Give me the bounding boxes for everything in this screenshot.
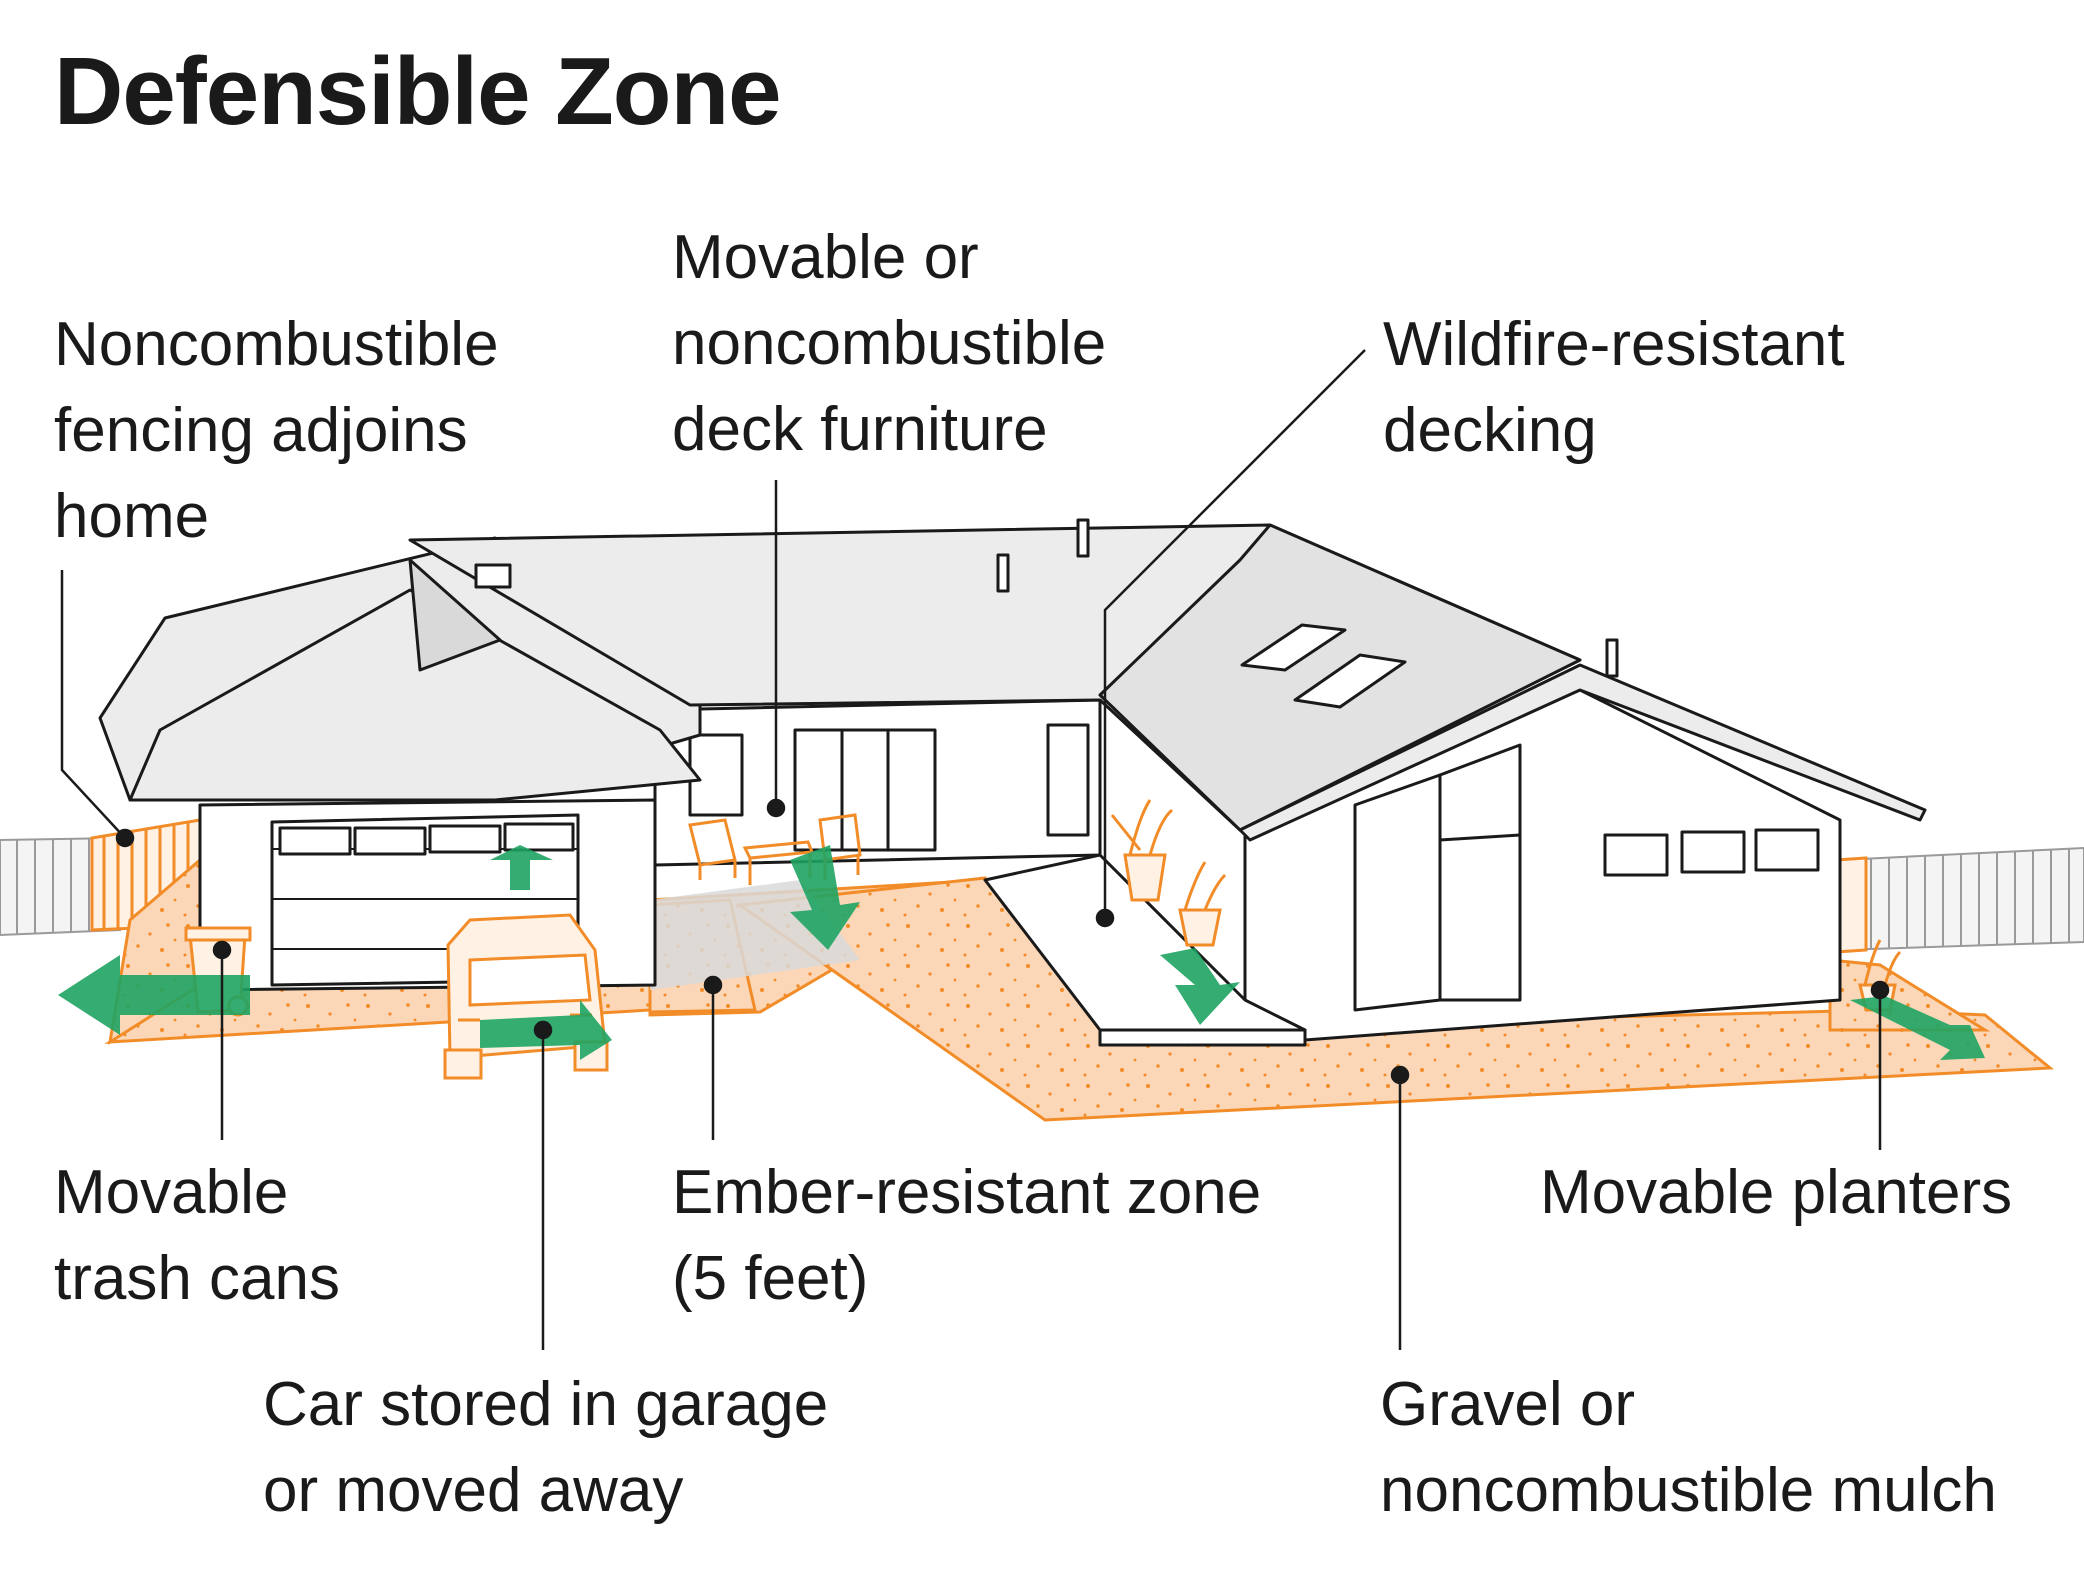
arrow-planters (1850, 996, 1985, 1060)
arrow-deck (1160, 948, 1240, 1025)
leader-lines (60, 349, 1890, 1350)
label-deck-furniture: Movable or noncombustible deck furniture (672, 223, 1107, 464)
arrow-trash-can (58, 955, 250, 1035)
label-gravel: Gravel or noncombustible mulch (1380, 1370, 1997, 1525)
label-fencing: Noncombustible fencing adjoins home (54, 310, 499, 551)
diagram-title: Defensible Zone (54, 38, 781, 145)
fence-right (1834, 846, 2084, 954)
label-planters: Movable planters (1540, 1158, 2013, 1227)
label-trash-cans: Movable trash cans (54, 1158, 341, 1313)
arrow-car-up (490, 845, 553, 890)
label-ember-zone: Ember-resistant zone (5 feet) (672, 1158, 1262, 1313)
arrow-furniture (790, 845, 860, 950)
label-car: Car stored in garage or moved away (263, 1370, 829, 1525)
label-decking: Wildfire-resistant decking (1383, 310, 1845, 465)
